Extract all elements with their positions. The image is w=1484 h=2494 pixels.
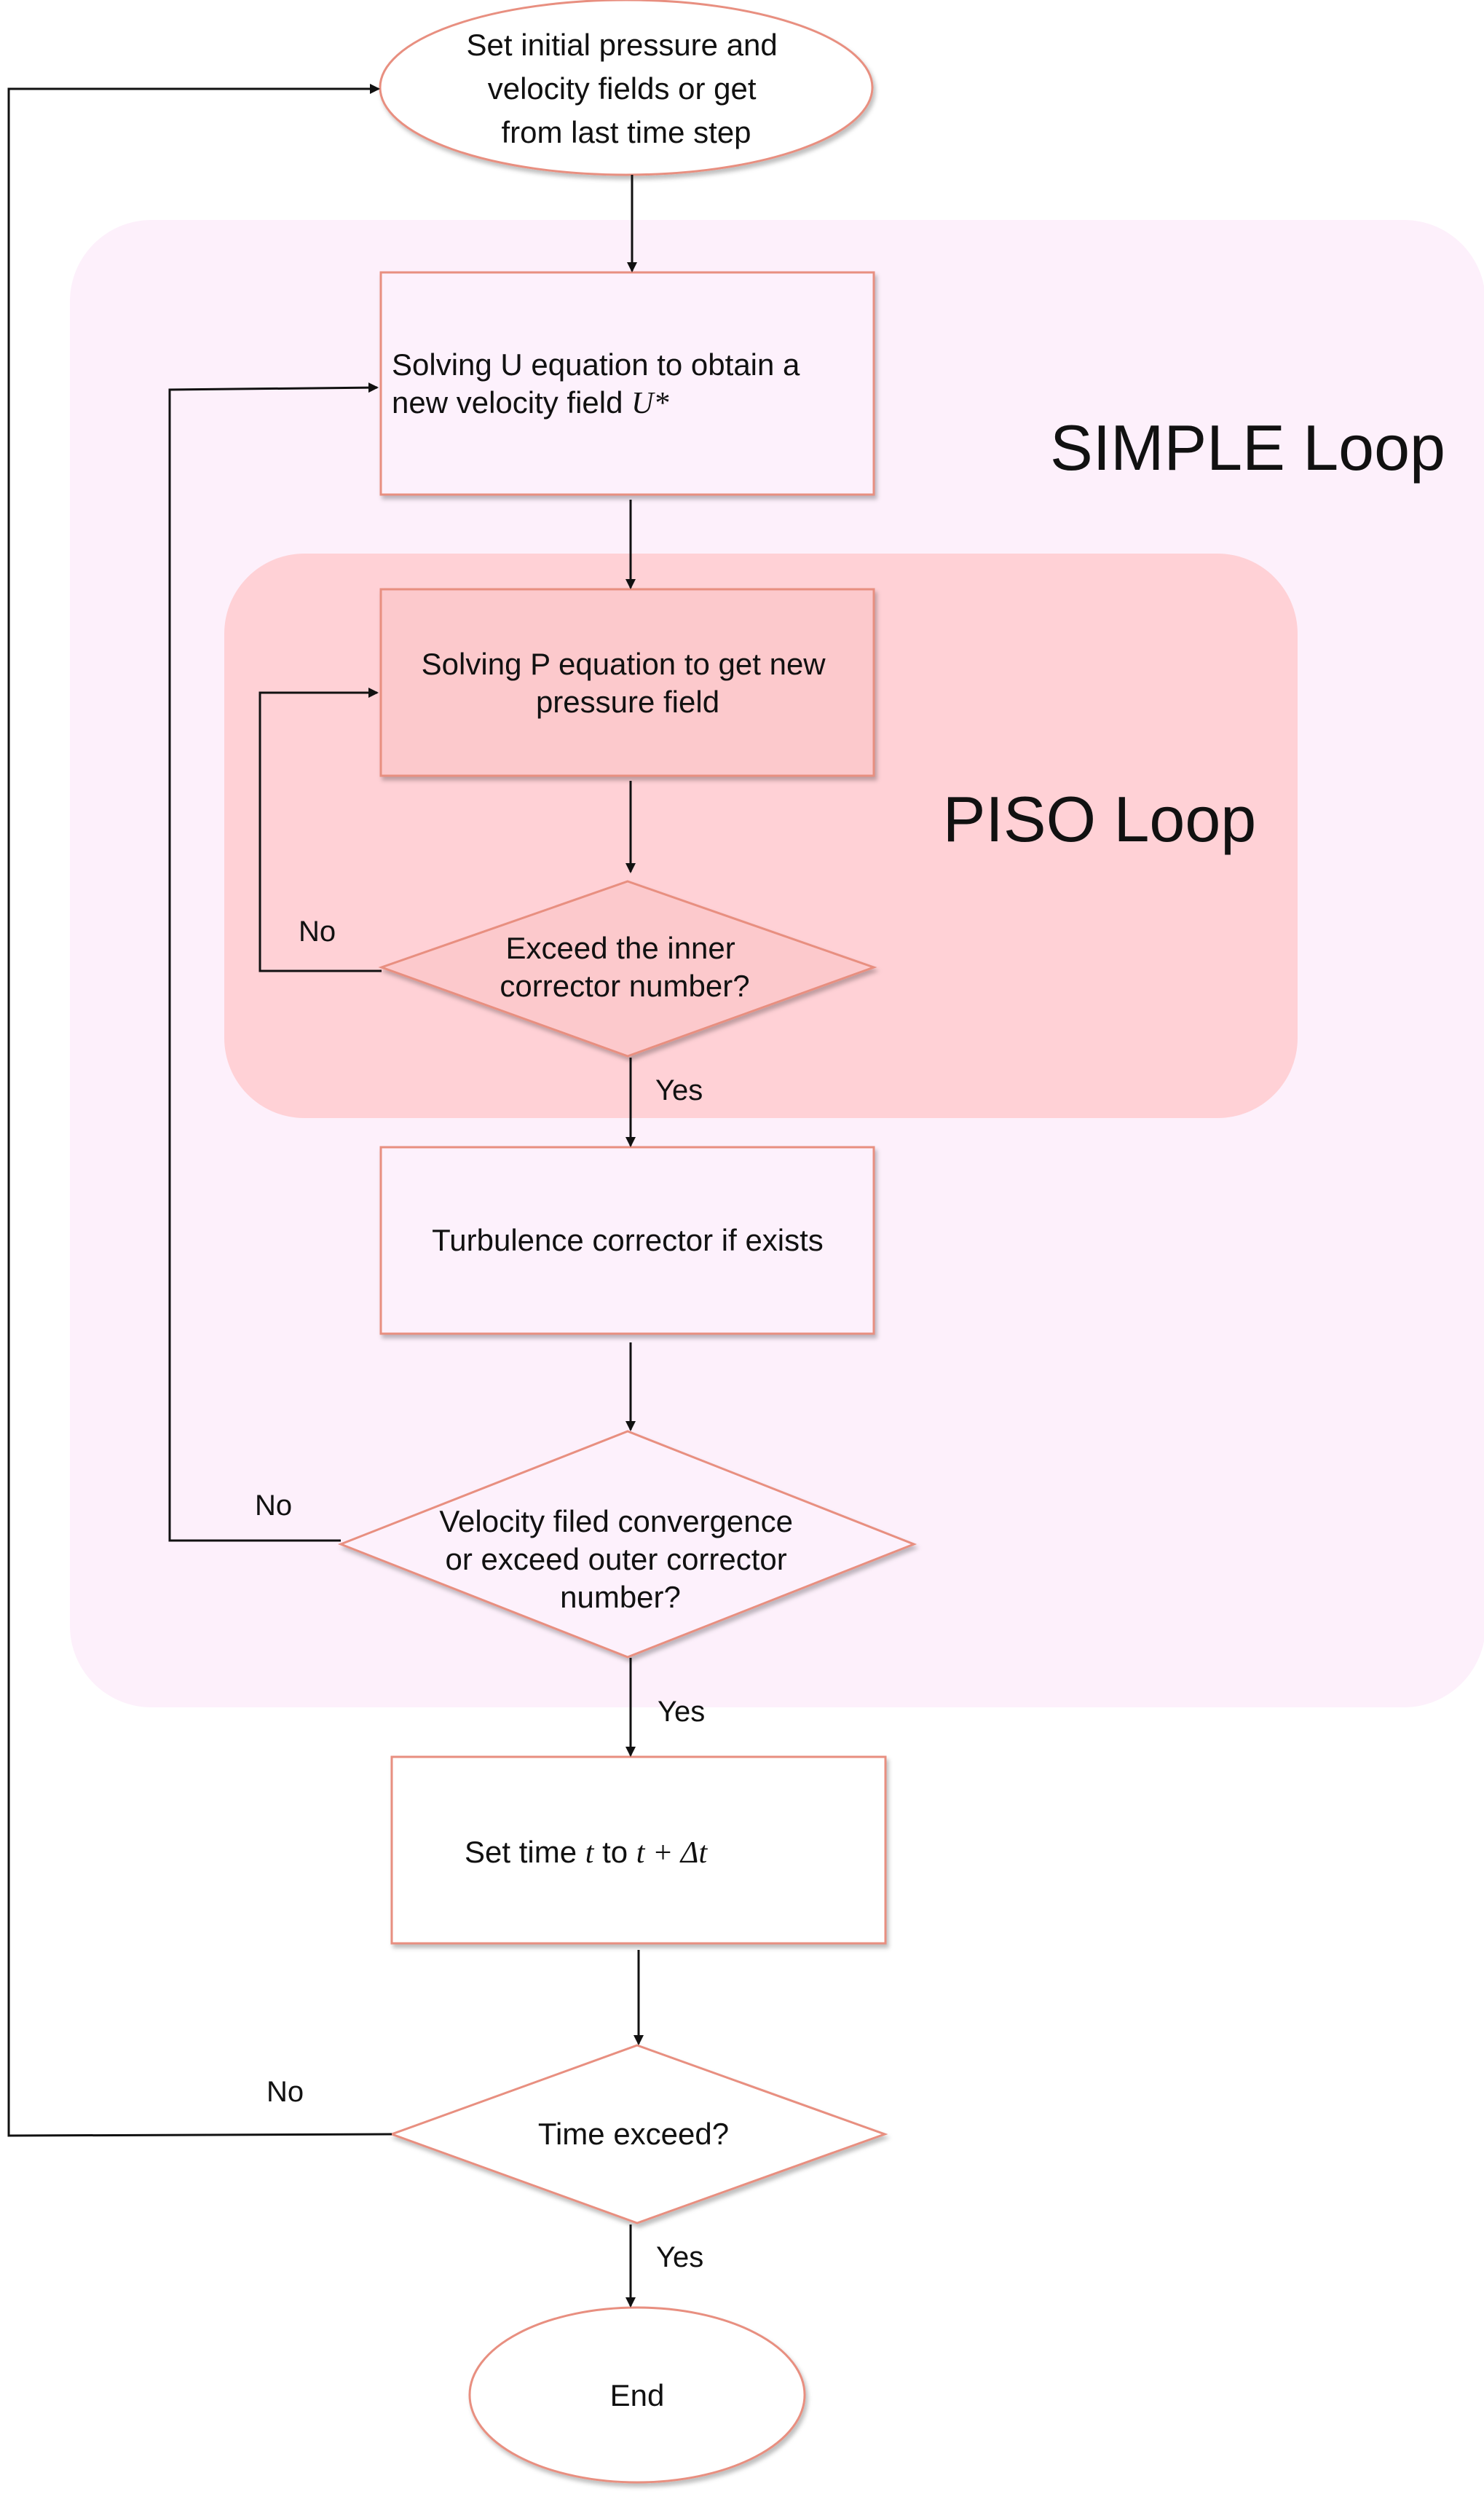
end-ellipse	[468, 2306, 806, 2484]
inner-check-diamond	[378, 880, 877, 1058]
edges	[7, 84, 644, 2308]
time-yes-label: Yes	[656, 2241, 703, 2273]
inner-check-line: Exceed the inner	[506, 931, 735, 965]
start-node: Set initial pressure and velocity fields…	[379, 0, 874, 176]
end-node: End	[468, 2306, 806, 2484]
time-check-node: Time exceed?	[388, 2044, 888, 2224]
set-time-box	[390, 1755, 887, 1945]
start-line: Set initial pressure and	[467, 28, 778, 62]
solve-p-text: Solving P equation to get new pressure f…	[422, 647, 834, 719]
outer-check-line: or exceed outer corrector	[446, 1542, 787, 1576]
inner-yes-label: Yes	[655, 1074, 703, 1106]
solve-p-line: Solving P equation to get new	[422, 647, 826, 681]
end-text: End	[610, 2378, 665, 2412]
turbulence-text: Turbulence corrector if exists	[432, 1223, 824, 1257]
set-time-node: Set time t to t + Δt	[390, 1755, 887, 1945]
inner-no-label: No	[299, 916, 336, 948]
start-line: velocity fields or get	[488, 71, 757, 106]
velocity-symbol: U*	[631, 387, 668, 420]
solve-u-line-1: Solving U equation to obtain a	[392, 347, 800, 382]
edge-time-check-no	[7, 84, 392, 2137]
outer-check-line: number?	[560, 1580, 681, 1614]
turbulence-node: Turbulence corrector if exists	[379, 1146, 875, 1335]
edge-outer-check-no	[168, 382, 379, 1542]
solve-p-node: Solving P equation to get new pressure f…	[379, 588, 875, 777]
solve-p-line: pressure field	[536, 685, 719, 719]
piso-loop-label: PISO Loop	[943, 783, 1257, 855]
solve-u-node: Solving U equation to obtain a new veloc…	[379, 271, 875, 496]
solve-p-box	[379, 588, 875, 777]
time-no-label: No	[267, 2076, 304, 2108]
time-step-symbol: t + Δt	[636, 1836, 709, 1870]
outer-check-text: Velocity filed convergence or exceed out…	[439, 1504, 801, 1614]
start-text: Set initial pressure and velocity fields…	[467, 28, 786, 149]
inner-check-line: corrector number?	[500, 969, 749, 1003]
turbulence-box	[379, 1146, 875, 1335]
solve-u-line-2-text: new velocity field	[392, 385, 631, 420]
time-symbol: t	[585, 1836, 595, 1870]
time-check-diamond	[388, 2044, 888, 2224]
start-line: from last time step	[501, 115, 751, 149]
inner-check-node: Exceed the inner corrector number?	[378, 880, 877, 1058]
set-time-to: to	[593, 1835, 636, 1869]
simple-loop-label: SIMPLE Loop	[1050, 412, 1445, 484]
time-check-text: Time exceed?	[538, 2117, 729, 2151]
inner-check-text: Exceed the inner corrector number?	[500, 931, 749, 1003]
edge-inner-check-no	[258, 688, 382, 972]
set-time-label: Set time	[465, 1835, 585, 1869]
start-ellipse	[379, 0, 874, 176]
solve-u-line-2: new velocity field U*	[392, 385, 669, 420]
outer-yes-label: Yes	[658, 1696, 705, 1728]
set-time-text: Set time t to t + Δt	[465, 1835, 708, 1870]
outer-no-label: No	[255, 1490, 292, 1522]
outer-check-node: Velocity filed convergence or exceed out…	[337, 1430, 917, 1659]
outer-check-diamond	[337, 1430, 917, 1659]
solve-u-box	[379, 271, 875, 496]
outer-check-line: Velocity filed convergence	[439, 1504, 793, 1538]
